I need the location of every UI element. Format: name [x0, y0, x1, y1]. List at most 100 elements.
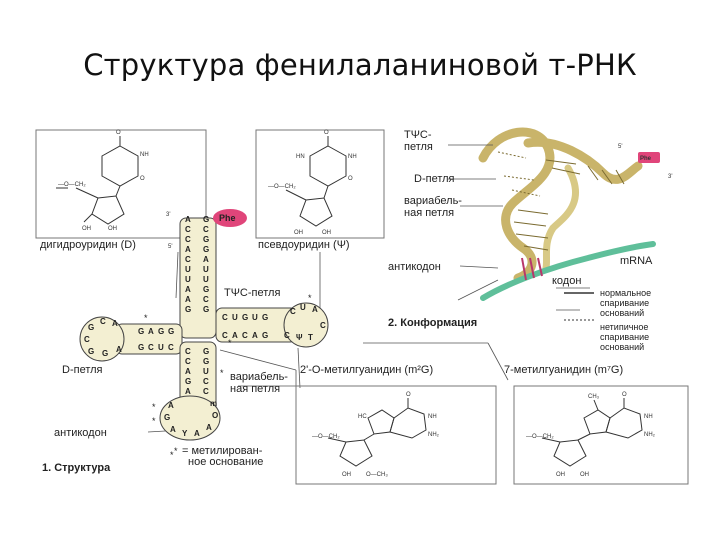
- nucleotide: U: [232, 313, 238, 322]
- svg-text:NH₂: NH₂: [644, 432, 656, 438]
- nucleotide: C: [185, 357, 191, 366]
- label-modified-1: = метилирован-: [182, 445, 263, 457]
- svg-text:*: *: [220, 368, 224, 378]
- nucleotide: G: [203, 357, 209, 366]
- acceptor-stem: [179, 217, 217, 339]
- svg-text:O—CH₃: O—CH₃: [366, 472, 388, 478]
- label-variable-3d-1: вариабель-: [404, 195, 462, 207]
- label-methyl7guanidine: 7-метилгуанидин (m⁷G): [504, 364, 623, 376]
- nucleotide: C: [148, 343, 154, 352]
- label-d-loop-3d: D-петля: [414, 173, 455, 185]
- panel-border: [255, 129, 385, 239]
- svg-text:—O—CH₂: —O—CH₂: [526, 434, 554, 440]
- trna-figure-svg: O NH O —O—CH₂ OH OH дигидроуридин (D) O …: [35, 127, 689, 485]
- nucleotide: G: [203, 245, 209, 254]
- helix-arm: [542, 164, 579, 272]
- nucleotide: G: [203, 285, 209, 294]
- panel-dihydrouridine: O NH O —O—CH₂ OH OH дигидроуридин (D): [35, 129, 207, 251]
- conformation-leaders: [448, 144, 590, 311]
- d-loop: [79, 316, 125, 362]
- nucleotide: G: [203, 235, 209, 244]
- nucleotide: A: [252, 331, 258, 340]
- nucleotide: G: [158, 327, 164, 336]
- svg-text:O: O: [348, 176, 353, 182]
- svg-text:O: O: [140, 176, 145, 182]
- phe-badge-structure: Phe 5' 3': [166, 209, 247, 250]
- svg-text:OH: OH: [82, 226, 91, 232]
- label-d-loop: D-петля: [62, 364, 103, 376]
- nucleotide: C: [203, 295, 209, 304]
- nucleotide: A: [312, 305, 318, 314]
- nucleotide: A: [185, 367, 191, 376]
- conf-end-5: 5': [618, 144, 622, 150]
- nucleotide: C: [284, 331, 290, 340]
- legend-normal-2: спаривание: [600, 298, 649, 308]
- nucleotide: A: [194, 429, 200, 438]
- nucleotide: A: [112, 319, 118, 328]
- tpsi-arm-nucleotides: C U G U G C U A C T Ψ C G A C A C: [222, 303, 326, 342]
- svg-text:OH: OH: [556, 472, 565, 478]
- nucleotide: A: [232, 331, 238, 340]
- codon-pairs: [521, 257, 543, 281]
- label-methylguanidine: 2'-О-метилгуанидин (m²G): [300, 364, 433, 376]
- anticodon-loop: [159, 395, 221, 441]
- nucleotide: G: [88, 323, 94, 332]
- svg-text:OH: OH: [108, 226, 117, 232]
- trna-figure: O NH O —O—CH₂ OH OH дигидроуридин (D) O …: [28, 118, 693, 490]
- nucleotide: G: [88, 347, 94, 356]
- d-arm-nucleotides: G G A G A C G C G G A G C U C: [84, 317, 174, 358]
- methyl7guanidine-molecule-drawing: [541, 398, 643, 467]
- methylguanidine-molecule-drawing: [327, 398, 427, 467]
- svg-text:*: *: [308, 293, 312, 303]
- svg-text:—O—CH₂: —O—CH₂: [268, 184, 296, 190]
- nucleotide: U: [185, 275, 191, 284]
- label-variable-3d-2: ная петля: [404, 207, 454, 219]
- svg-text:OH: OH: [580, 472, 589, 478]
- nucleotide: G: [242, 313, 248, 322]
- nucleotide: T: [308, 333, 313, 342]
- nucleotide: C: [100, 317, 106, 326]
- nucleotide: A: [170, 425, 176, 434]
- nucleotide: U: [203, 265, 209, 274]
- nucleotide: C: [185, 255, 191, 264]
- svg-text:CH₃: CH₃: [588, 394, 600, 400]
- nucleotide: C: [185, 225, 191, 234]
- label-modified-2: ное основание: [188, 456, 263, 468]
- legend-normal-1: нормальное: [600, 288, 651, 298]
- mrna-strand: [480, 241, 656, 301]
- nucleotide: U: [203, 275, 209, 284]
- nucleotide: A: [185, 285, 191, 294]
- label-codon: кодон: [552, 275, 581, 287]
- label-anticodon: антикодон: [54, 427, 107, 439]
- end-3-label: 3': [166, 212, 170, 218]
- svg-text:OH: OH: [322, 230, 331, 236]
- cloverleaf-structure: [79, 217, 329, 441]
- svg-text:*: *: [170, 450, 174, 460]
- pseudouridine-molecule-drawing: [285, 136, 347, 227]
- svg-text:NH: NH: [644, 414, 653, 420]
- svg-text:NH₂: NH₂: [428, 432, 440, 438]
- legend-atypical-1: нетипичное: [600, 322, 648, 332]
- label-structure-caption: 1. Структура: [42, 462, 111, 474]
- legend-atypical-2: спаривание: [600, 332, 649, 342]
- svg-text:*: *: [152, 416, 156, 426]
- svg-text:*: *: [144, 313, 148, 323]
- conf-end-3: 3': [668, 174, 672, 180]
- svg-text:OH: OH: [342, 472, 351, 478]
- nucleotide: A: [168, 401, 174, 410]
- svg-text:HC: HC: [358, 414, 367, 420]
- legend-normal-3: оснований: [600, 308, 644, 318]
- panel-border: [295, 385, 497, 485]
- phe-label: Phe: [219, 213, 236, 223]
- nucleotide: A: [206, 423, 212, 432]
- nucleotide: C: [290, 307, 296, 316]
- svg-text:—O—CH₂: —O—CH₂: [58, 182, 86, 188]
- nucleotide: Ψ: [296, 333, 303, 342]
- nucleotide: G: [168, 327, 174, 336]
- nucleotide: C: [203, 225, 209, 234]
- nucleotide: C: [84, 335, 90, 344]
- nucleotide: A: [185, 387, 191, 396]
- nucleotide: U: [300, 303, 306, 312]
- nucleotide: A: [185, 245, 191, 254]
- slide-title: Структура фенилаланиновой т-РНК: [83, 48, 637, 82]
